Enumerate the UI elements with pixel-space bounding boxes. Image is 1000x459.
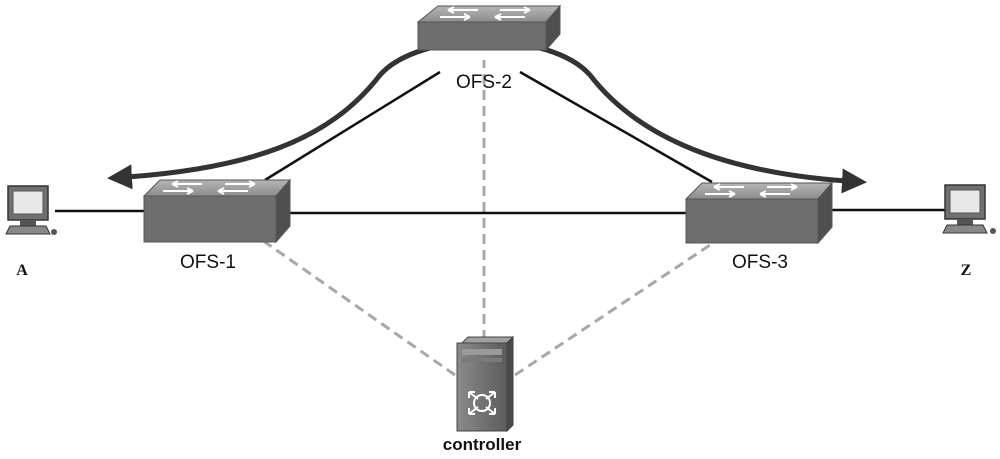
label-ofs2: OFS-2 bbox=[456, 72, 512, 93]
host-a[interactable] bbox=[5, 185, 57, 235]
link-ofs1-ofs2 bbox=[264, 70, 441, 182]
label-host-a: A bbox=[16, 262, 28, 279]
label-ofs1: OFS-1 bbox=[180, 252, 236, 273]
control-link-ofs3 bbox=[514, 243, 711, 377]
computer-icon bbox=[5, 185, 57, 235]
switch-icon bbox=[416, 4, 562, 52]
switch-icon bbox=[142, 178, 292, 244]
switch-ofs3[interactable] bbox=[684, 181, 834, 245]
control-link-ofs1 bbox=[261, 238, 456, 377]
link-ofs2-ofs3 bbox=[519, 70, 713, 184]
switch-ofs2[interactable] bbox=[416, 4, 562, 52]
switch-ofs1[interactable] bbox=[142, 178, 292, 244]
flow-path-arrow bbox=[107, 38, 867, 194]
server-icon bbox=[456, 335, 515, 433]
label-ofs3: OFS-3 bbox=[732, 252, 788, 273]
switch-icon bbox=[684, 181, 834, 245]
computer-icon bbox=[942, 184, 996, 234]
controller-server[interactable] bbox=[456, 335, 515, 433]
control-links bbox=[261, 60, 711, 377]
data-links bbox=[55, 70, 945, 215]
label-controller: controller bbox=[443, 435, 522, 454]
label-host-z: Z bbox=[961, 262, 972, 279]
host-z[interactable] bbox=[942, 184, 996, 234]
